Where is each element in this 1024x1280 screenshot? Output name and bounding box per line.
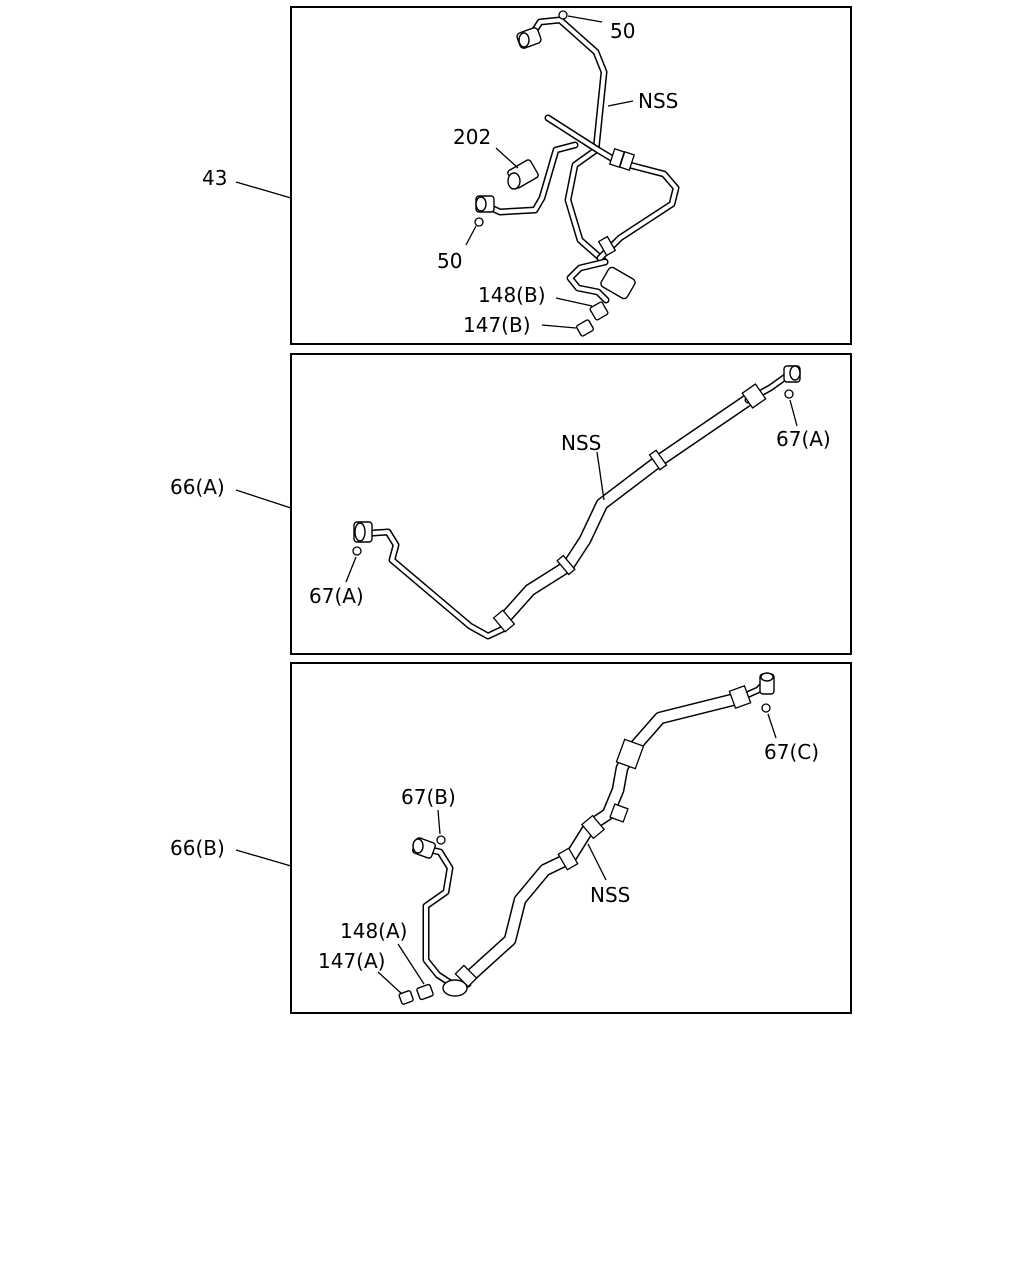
panel-hose-66a: 66(A) NSS 67(A) 67(A) <box>170 353 852 655</box>
o-ring-icon <box>761 703 771 713</box>
pressure-switch-icon <box>507 159 539 190</box>
service-port-fitting-icon <box>600 266 636 300</box>
hose-band <box>618 151 636 171</box>
panel-assembly-43: 43 <box>202 6 852 345</box>
hose-band <box>741 383 767 409</box>
left-fitting-icon <box>412 837 436 859</box>
label-o-ring-left: 67(A) <box>309 584 364 608</box>
label-cap-a: 148(A) <box>340 919 407 943</box>
leader-line <box>567 15 603 23</box>
hose-band <box>580 814 606 840</box>
label-o-ring-left: 50 <box>437 249 462 273</box>
leader-line <box>345 556 357 583</box>
label-nss: NSS <box>638 89 678 113</box>
label-o-ring-right: 67(C) <box>764 740 819 764</box>
top-fitting-icon <box>516 27 542 49</box>
cap-a-icon <box>416 983 434 1001</box>
callout-leader <box>235 181 292 199</box>
callout-label: 66(A) <box>170 475 225 499</box>
leader-line <box>465 225 477 246</box>
o-ring-icon <box>474 217 484 227</box>
hose-bracket <box>609 803 629 823</box>
panel-hose-66b: 66(B) <box>170 662 852 1014</box>
o-ring-icon <box>352 546 362 556</box>
leader-line <box>495 147 519 169</box>
cap-b-icon <box>589 301 609 321</box>
label-o-ring-mid: 67(B) <box>401 785 456 809</box>
label-cap-b: 148(B) <box>478 283 546 307</box>
pipe-assembly <box>481 16 680 304</box>
right-fitting-icon <box>783 365 801 383</box>
left-fitting-icon <box>475 195 495 213</box>
leader-line <box>437 809 441 835</box>
label-o-ring-right: 67(A) <box>776 427 831 451</box>
callout-leader <box>235 489 292 509</box>
leader-line <box>555 297 593 307</box>
callout-label: 66(B) <box>170 836 225 860</box>
label-switch: 202 <box>453 125 491 149</box>
leader-line <box>397 943 425 985</box>
hose-band <box>557 847 579 871</box>
o-ring-icon <box>558 10 568 20</box>
leader-line <box>607 100 634 107</box>
valve-a-icon <box>398 990 414 1005</box>
panel-frame <box>290 6 852 345</box>
leader-line <box>789 399 798 427</box>
hose-assembly <box>356 368 796 640</box>
hose-band <box>615 738 645 770</box>
leader-line <box>587 843 607 881</box>
hose-band <box>648 449 668 471</box>
o-ring-icon <box>784 389 794 399</box>
callout-leader <box>235 849 292 867</box>
label-valve-a: 147(A) <box>318 949 385 973</box>
callout-label: 43 <box>202 166 227 190</box>
label-o-ring-top: 50 <box>610 19 635 43</box>
hose-band <box>454 964 478 988</box>
leader-line <box>377 971 403 995</box>
service-port-icon <box>442 979 468 997</box>
valve-b-icon <box>575 319 595 337</box>
left-fitting-icon <box>353 521 373 543</box>
label-valve-b: 147(B) <box>463 313 531 337</box>
label-nss: NSS <box>590 883 630 907</box>
o-ring-icon <box>436 835 446 845</box>
hose-band <box>556 554 576 576</box>
leader-line <box>541 324 577 329</box>
leader-line <box>596 451 605 501</box>
right-fitting-icon <box>759 672 775 695</box>
hose-band <box>597 235 617 257</box>
hose-band <box>492 609 516 633</box>
panel-frame <box>290 353 852 655</box>
hose-band <box>728 684 752 710</box>
leader-line <box>767 713 777 739</box>
panel-frame <box>290 662 852 1014</box>
label-nss: NSS <box>561 431 601 455</box>
